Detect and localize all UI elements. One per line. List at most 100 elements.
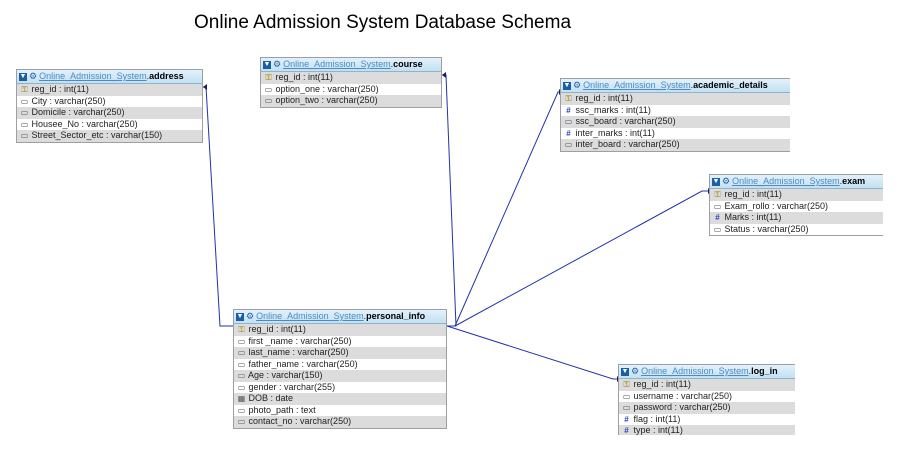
column-label: ssc_board : varchar(250) [575, 116, 676, 126]
column-label: reg_id : int(11) [31, 84, 89, 94]
column-row[interactable]: ▭ photo_path : text [234, 405, 446, 417]
text-column-icon: ▭ [237, 405, 246, 415]
key-icon: ⚿ [21, 85, 28, 94]
table-header[interactable]: ▼⚙Online_Admission_System.log_in [619, 365, 795, 379]
column-label: flag : int(11) [633, 413, 681, 424]
table-icon[interactable]: ▼ [263, 60, 271, 69]
column-row[interactable]: # type : int(11) [619, 425, 795, 435]
column-row[interactable]: ▭ gender : varchar(255) [234, 382, 446, 394]
column-row[interactable]: ⚿ reg_id : int(11) [234, 324, 446, 336]
column-label: inter_board : varchar(250) [575, 139, 680, 149]
text-column-icon: ▭ [237, 417, 246, 426]
column-label: reg_id : int(11) [248, 324, 306, 334]
text-column-icon: ▭ [20, 119, 29, 129]
column-row[interactable]: ▭ Age : varchar(150) [234, 370, 446, 382]
column-label: father_name : varchar(250) [248, 358, 358, 369]
table-log-in[interactable]: ▼⚙Online_Admission_System.log_in⚿ reg_id… [618, 364, 795, 435]
table-header[interactable]: ▼⚙Online_Admission_System.academic_detai… [561, 79, 790, 93]
key-icon: ⚿ [623, 380, 630, 389]
hash-icon: # [624, 426, 629, 435]
column-row[interactable]: ▭ inter_board : varchar(250) [561, 139, 790, 151]
column-row[interactable]: ▦ DOB : date [234, 393, 446, 405]
text-column-icon: ▭ [264, 84, 273, 94]
table-course[interactable]: ▼⚙Online_Admission_System.course⚿ reg_id… [260, 57, 442, 108]
column-label: contact_no : varchar(250) [248, 416, 352, 426]
column-row[interactable]: ⚿ reg_id : int(11) [17, 84, 202, 96]
hash-icon: # [566, 128, 571, 138]
table-icon[interactable]: ▼ [19, 72, 27, 81]
gear-icon[interactable]: ⚙ [722, 176, 731, 187]
column-row[interactable]: ▭ ssc_board : varchar(250) [561, 116, 790, 128]
column-row[interactable]: ▭ last_name : varchar(250) [234, 347, 446, 359]
key-icon: ⚿ [565, 94, 572, 103]
column-row[interactable]: ▭ Domicile : varchar(250) [17, 107, 202, 119]
table-name: academic_details [693, 80, 768, 90]
text-column-icon: ▭ [237, 371, 246, 380]
database-name: Online_Admission_System [583, 80, 691, 90]
table-header[interactable]: ▼⚙Online_Admission_System.course [261, 58, 441, 72]
column-row[interactable]: # ssc_marks : int(11) [561, 105, 790, 117]
table-exam[interactable]: ▼⚙Online_Admission_System.exam⚿ reg_id :… [709, 174, 883, 236]
table-header[interactable]: ▼⚙Online_Admission_System.address [17, 70, 202, 84]
column-row[interactable]: ▭ Exam_rollo : varchar(250) [710, 201, 883, 213]
table-icon[interactable]: ▼ [712, 177, 720, 186]
column-row[interactable]: ▭ Street_Sector_etc : varchar(150) [17, 130, 202, 142]
text-column-icon: ▭ [237, 348, 246, 357]
database-name: Online_Admission_System [256, 311, 364, 321]
name-separator: . [363, 311, 367, 321]
table-icon[interactable]: ▼ [563, 81, 571, 90]
column-label: option_two : varchar(250) [275, 95, 378, 105]
table-name: exam [842, 176, 866, 186]
table-header[interactable]: ▼⚙Online_Admission_System.exam [710, 175, 883, 189]
column-row[interactable]: ⚿ reg_id : int(11) [561, 93, 790, 105]
table-name: personal_info [366, 311, 426, 321]
table-icon[interactable]: ▼ [236, 312, 244, 321]
column-row[interactable]: ▭ option_one : varchar(250) [261, 84, 441, 96]
column-row[interactable]: ▭ father_name : varchar(250) [234, 359, 446, 371]
column-row[interactable]: ⚿ reg_id : int(11) [619, 379, 795, 391]
gear-icon[interactable]: ⚙ [273, 59, 282, 70]
table-icon[interactable]: ▼ [621, 367, 629, 376]
name-separator: . [839, 176, 843, 186]
key-icon: ⚿ [714, 190, 721, 199]
column-label: gender : varchar(255) [248, 381, 336, 392]
text-column-icon: ▭ [237, 382, 246, 392]
column-row[interactable]: # flag : int(11) [619, 414, 795, 426]
column-row[interactable]: ▭ City : varchar(250) [17, 96, 202, 108]
column-row[interactable]: ⚿ reg_id : int(11) [710, 189, 883, 201]
column-row[interactable]: ▭ username : varchar(250) [619, 391, 795, 403]
column-row[interactable]: ▭ option_two : varchar(250) [261, 95, 441, 107]
table-academic-details[interactable]: ▼⚙Online_Admission_System.academic_detai… [560, 78, 790, 152]
column-row[interactable]: # Marks : int(11) [710, 212, 883, 224]
column-row[interactable]: # inter_marks : int(11) [561, 128, 790, 140]
column-row[interactable]: ▭ Status : varchar(250) [710, 224, 883, 236]
relation-line-address [203, 86, 233, 327]
database-name: Online_Admission_System [283, 59, 391, 69]
column-row[interactable]: ▭ contact_no : varchar(250) [234, 416, 446, 428]
database-name: Online_Admission_System [39, 71, 147, 81]
column-list: ⚿ reg_id : int(11)▭ username : varchar(2… [619, 379, 795, 435]
table-personal-info[interactable]: ▼⚙Online_Admission_System.personal_info⚿… [233, 309, 447, 429]
table-name: address [149, 71, 184, 81]
column-row[interactable]: ⚿ reg_id : int(11) [261, 72, 441, 84]
column-label: Domicile : varchar(250) [31, 107, 125, 117]
table-header[interactable]: ▼⚙Online_Admission_System.personal_info [234, 310, 446, 324]
table-address[interactable]: ▼⚙Online_Admission_System.address⚿ reg_i… [16, 69, 203, 143]
gear-icon[interactable]: ⚙ [573, 80, 582, 91]
gear-icon[interactable]: ⚙ [29, 71, 38, 82]
column-label: last_name : varchar(250) [248, 347, 349, 357]
column-row[interactable]: ▭ Housee_No : varchar(250) [17, 119, 202, 131]
column-row[interactable]: ▭ password : varchar(250) [619, 402, 795, 414]
column-row[interactable]: ▭ first _name : varchar(250) [234, 336, 446, 348]
text-column-icon: ▭ [20, 131, 29, 140]
name-separator: . [390, 59, 394, 69]
relation-arrow [203, 84, 207, 90]
gear-icon[interactable]: ⚙ [631, 366, 640, 377]
column-list: ⚿ reg_id : int(11)# ssc_marks : int(11)▭… [561, 93, 790, 151]
column-label: reg_id : int(11) [633, 379, 691, 389]
table-name: course [393, 59, 423, 69]
relation-line-academic-details [454, 91, 563, 327]
hash-icon: # [715, 213, 720, 222]
column-label: reg_id : int(11) [275, 72, 333, 82]
gear-icon[interactable]: ⚙ [246, 311, 255, 322]
